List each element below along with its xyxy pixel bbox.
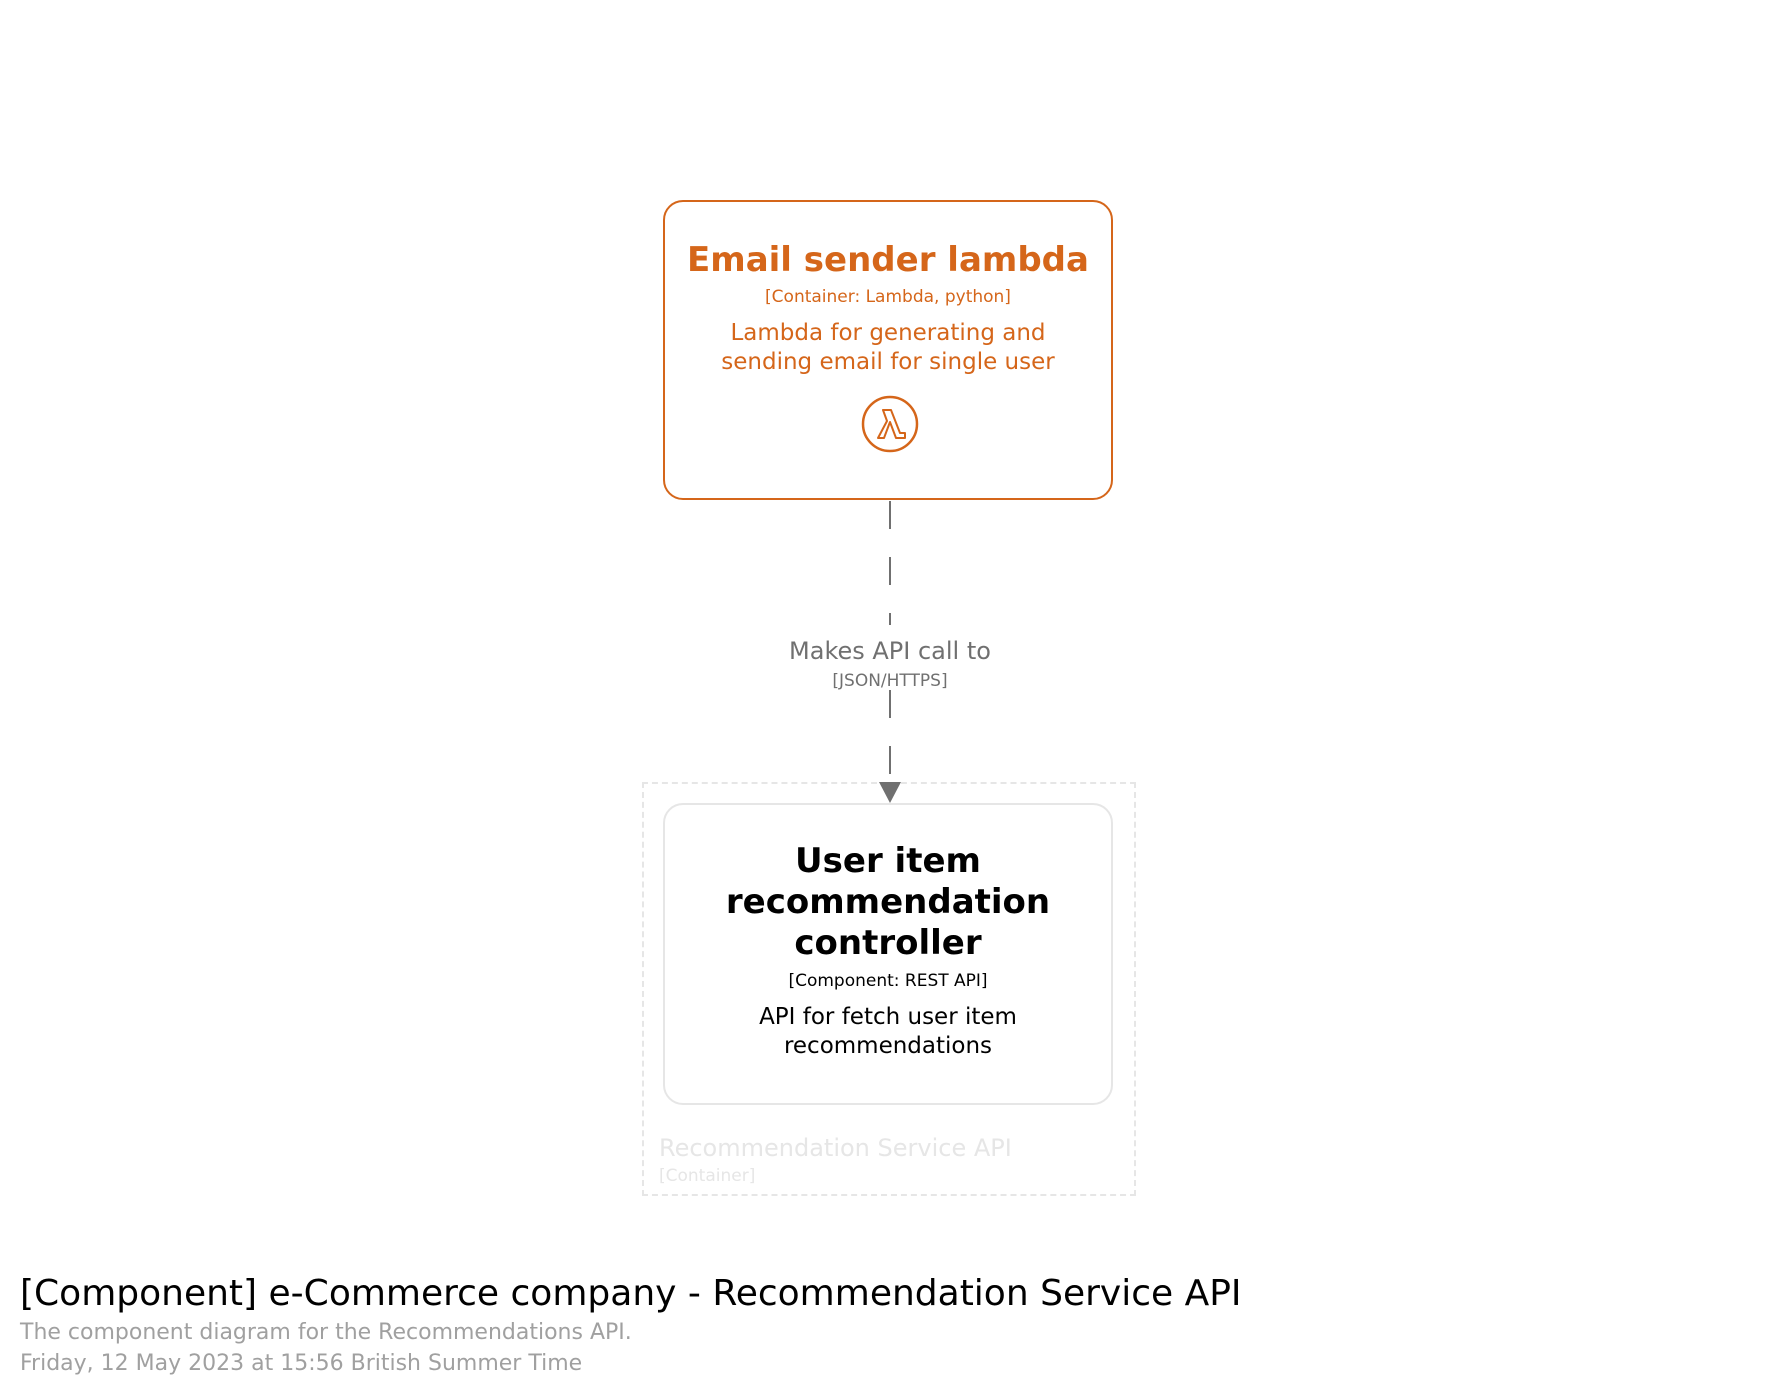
diagram-title: [Component] e-Commerce company - Recomme…	[20, 1273, 1242, 1314]
controller-technology: [Component: REST API]	[788, 971, 988, 991]
lambda-title: Email sender lambda	[687, 240, 1089, 280]
email-sender-lambda-box[interactable]: Email sender lambda [Container: Lambda, …	[663, 200, 1113, 500]
boundary-type: [Container]	[659, 1166, 756, 1186]
arrowhead-icon	[879, 782, 901, 803]
relationship-label: Makes API call to	[789, 637, 991, 665]
aws-lambda-icon	[861, 395, 919, 453]
relationship-technology: [JSON/HTTPS]	[832, 671, 948, 691]
controller-description: API for fetch user item recommendations	[759, 1004, 1017, 1059]
lambda-technology: [Container: Lambda, python]	[765, 287, 1011, 307]
diagram-description: The component diagram for the Recommenda…	[20, 1320, 632, 1345]
lambda-description: Lambda for generating and sending email …	[721, 320, 1055, 375]
recommendation-controller-box[interactable]: User item recommendation controller [Com…	[663, 803, 1113, 1105]
diagram-date: Friday, 12 May 2023 at 15:56 British Sum…	[20, 1351, 583, 1376]
boundary-name: Recommendation Service API	[659, 1134, 1012, 1162]
controller-title: User item recommendation controller	[725, 841, 1051, 963]
